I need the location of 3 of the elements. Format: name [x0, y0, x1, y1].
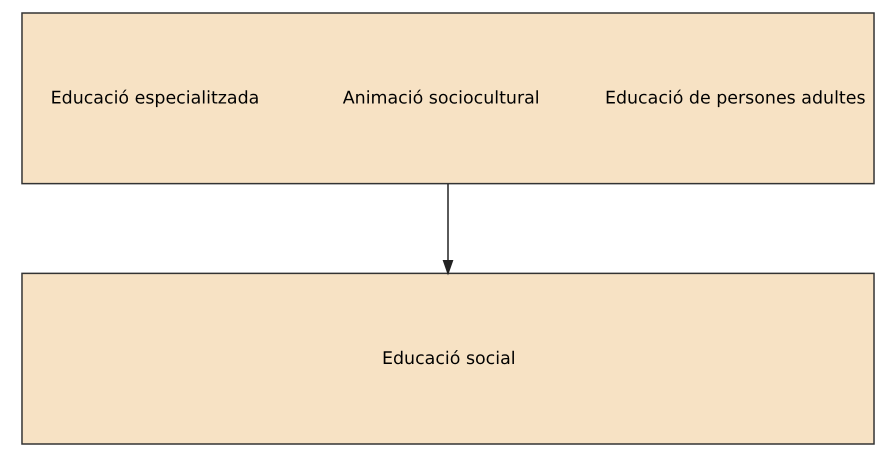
arrow	[442, 184, 453, 276]
node-box: Educació social	[20, 272, 874, 445]
node-box: Educació especialitzada Animació sociocultural Educació de persones adultes	[20, 12, 874, 184]
